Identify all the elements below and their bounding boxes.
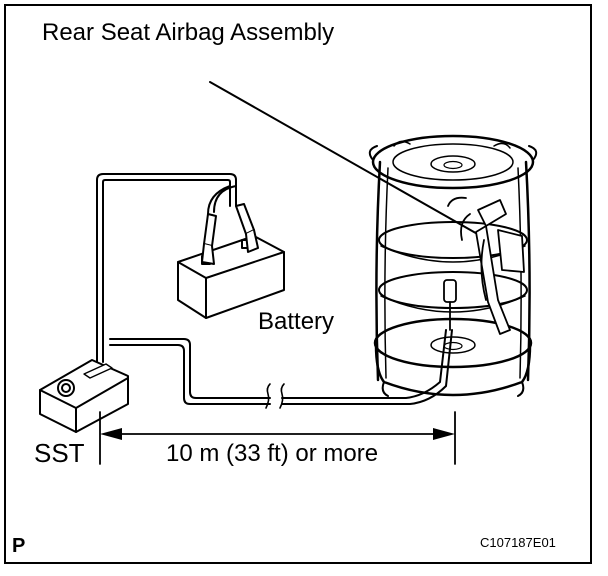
figure-code: C107187E01 [480,535,556,550]
title-leader-line [209,81,489,241]
battery-label: Battery [258,308,335,335]
wiring [96,173,453,409]
sst-device [39,359,129,433]
sst-label: SST [34,438,85,468]
rear-seat-airbag-assembly [443,196,525,335]
distance-dimension [99,411,456,465]
distance-label: 10 m (33 ft) or more [166,440,379,467]
panel-letter: P [12,535,26,557]
airbag-fixture [368,134,538,397]
battery [177,203,285,319]
title-label: Rear Seat Airbag Assembly [42,19,335,46]
